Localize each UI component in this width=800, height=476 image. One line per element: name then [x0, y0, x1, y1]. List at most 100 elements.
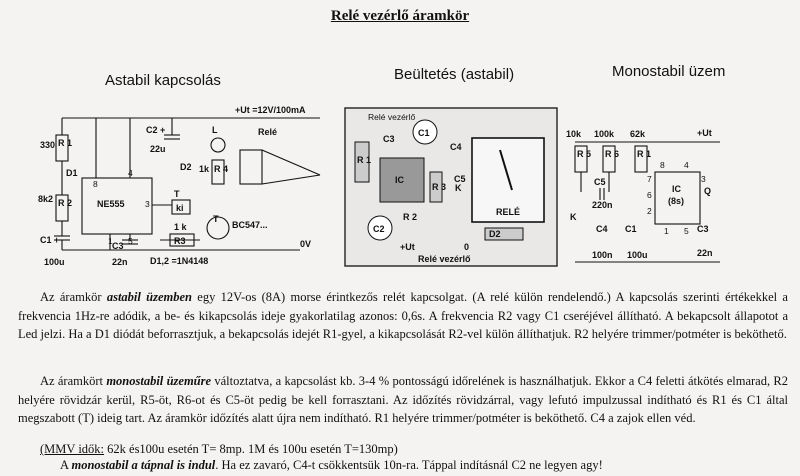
- astable-d2-label: D2: [180, 162, 192, 172]
- mono-c1-label: C1: [625, 224, 637, 234]
- astable-c1-label: C1 +: [40, 235, 59, 245]
- astable-c3v-label: 22n: [112, 257, 128, 267]
- astable-ic: [81, 177, 153, 235]
- astable-0v-label: 0V: [300, 239, 311, 249]
- astable-l-label: L: [212, 125, 218, 135]
- mono-r1: [634, 145, 648, 173]
- mono-r5-label: R 5: [577, 149, 591, 159]
- pcb-d2: [484, 227, 524, 241]
- mono-r1-label: R 1: [637, 149, 651, 159]
- astable-ki-label: ki: [176, 203, 184, 213]
- astable-bc-label: BC547...: [232, 220, 268, 230]
- astable-rele-label: Relé: [258, 127, 277, 137]
- pcb-footer-label: Relé vezérlő: [418, 254, 471, 264]
- pcb-ic-label: IC: [395, 175, 405, 185]
- mono-c4-label: C4: [596, 224, 608, 234]
- pcb-zero: 0: [464, 242, 469, 252]
- section-title-astable: Astabil kapcsolás: [105, 72, 221, 89]
- mono-pin6: 6: [647, 190, 652, 200]
- astable-t-label: T: [174, 189, 180, 199]
- p1-lead: Az áramkör: [40, 290, 107, 304]
- p2-body: változtatva, a kapcsolást kb. 3-4 % pont…: [18, 374, 788, 425]
- astable-diodes-label: D1,2 =1N4148: [150, 256, 208, 266]
- astable-schematic: +Ut =12V/100mA 0V R 1 330 D1 R 2 8k2 C1 …: [38, 105, 321, 267]
- mono-schematic: +Ut 10k 100k 62k R 5 R 6 R 1 C5 220n K C…: [566, 128, 720, 263]
- mono-r10k: 10k: [566, 129, 582, 139]
- astable-t-switch: [171, 199, 191, 215]
- astable-c2-label: C2 +: [146, 125, 165, 135]
- astable-r4-label: R 4: [214, 164, 228, 174]
- mono-ic: [654, 171, 701, 225]
- astable-c2v-label: 22u: [150, 144, 166, 154]
- pcb-r2: R 2: [403, 212, 417, 222]
- p1-emph: astabil üzemben: [106, 290, 192, 304]
- paragraph-astable: Az áramkör astabil üzemben egy 12V-os (8…: [18, 288, 788, 344]
- astable-t2-label: T: [213, 214, 219, 224]
- pcb-c3: C3: [383, 134, 395, 144]
- paragraph-mmv: (MMV idők: 62k és100u esetén T= 8mp. 1M …: [40, 440, 780, 459]
- pcb-r3: [429, 171, 443, 203]
- mono-k-label: K: [570, 212, 577, 222]
- astable-r330-label: 330: [40, 140, 55, 150]
- pcb-layout: Relé vezérlő C1 R 1 C3 IC C4 C5 K R 3 C2…: [344, 107, 558, 267]
- astable-d1-label: D1: [66, 168, 78, 178]
- pcb-d2-label: D2: [489, 229, 501, 239]
- pcb-r1-label: R 1: [357, 155, 371, 165]
- p4-lead: A: [60, 458, 72, 472]
- section-title-layout: Beültetés (astabil): [394, 66, 515, 83]
- astable-r1k-label: 1k: [199, 164, 210, 174]
- p4-emph: monostabil a tápпal is indul: [71, 458, 216, 472]
- mono-c3-label: C3: [697, 224, 709, 234]
- pcb-c1: C1: [418, 128, 430, 138]
- pcb-c4: C4: [450, 142, 462, 152]
- mono-pin2: 2: [647, 206, 652, 216]
- p3-body: 62k és100u esetén T= 8mp. 1M és 100u ese…: [104, 442, 398, 456]
- pcb-r1: [354, 141, 370, 183]
- astable-r3-label: R3: [174, 236, 186, 246]
- p2-lead: Az áramkört: [40, 374, 107, 388]
- mono-c1v-label: 100u: [627, 250, 648, 260]
- astable-ic-label: NE555: [97, 199, 125, 209]
- mono-pin7: 7: [647, 174, 652, 184]
- pcb-k: K: [455, 183, 462, 193]
- mono-ut-label: +Ut: [697, 128, 712, 138]
- paragraph-power-start: A monostabil a tápпal is indul. Ha ez za…: [60, 456, 780, 475]
- astable-pin8: 8: [93, 179, 98, 189]
- p2-emph: monostabil üzeműre: [106, 374, 212, 388]
- pcb-board-label: Relé vezérlő: [368, 112, 416, 122]
- astable-r3v-label: 1 k: [174, 222, 188, 232]
- astable-relay: [239, 149, 263, 185]
- mono-pin3: 3: [701, 174, 706, 184]
- schematics-figure: +Ut =12V/100mA 0V R 1 330 D1 R 2 8k2 C1 …: [38, 105, 720, 267]
- mono-c5-label: C5: [594, 177, 606, 187]
- pcb-r3-label: R 3: [432, 182, 446, 192]
- astable-r8k2-label: 8k2: [38, 194, 53, 204]
- section-title-monostable: Monostabil üzem: [612, 63, 726, 80]
- mono-r100k: 100k: [594, 129, 615, 139]
- mono-r6-label: R 6: [605, 149, 619, 159]
- p4-body: . Ha ez zavaró, C4-t csökkentsük 10n-ra.…: [215, 458, 603, 472]
- pcb-ic: [379, 157, 425, 203]
- mono-c4v-label: 100n: [592, 250, 613, 260]
- pcb-rele-label: RELÉ: [496, 207, 520, 217]
- mono-q-label: Q: [704, 186, 711, 196]
- mono-pin4: 4: [684, 160, 689, 170]
- astable-ut-label: +Ut =12V/100mA: [235, 105, 306, 115]
- mono-pin1: 1: [664, 226, 669, 236]
- astable-pin5: 5: [128, 236, 133, 246]
- p1-body: egy 12V-os (8A) morse érintkezős relét k…: [18, 290, 788, 341]
- mono-r62k: 62k: [630, 129, 646, 139]
- astable-r4: [211, 159, 225, 185]
- astable-r2-label: R 2: [58, 198, 72, 208]
- mono-pin5: 5: [684, 226, 689, 236]
- mono-c3v-label: 22n: [697, 248, 713, 258]
- page-title: Relé vezérlő áramkör: [330, 8, 470, 24]
- astable-pin3: 3: [145, 199, 150, 209]
- mono-ic-label: IC: [672, 184, 682, 194]
- astable-c1v-label: 100u: [44, 257, 65, 267]
- paragraph-monostable: Az áramkört monostabil üzeműre változtat…: [18, 372, 788, 428]
- mono-ic8-label: (8s): [668, 196, 684, 206]
- pcb-ut: +Ut: [400, 242, 415, 252]
- pcb-c2: C2: [373, 224, 385, 234]
- astable-c3-label: C3: [112, 241, 124, 251]
